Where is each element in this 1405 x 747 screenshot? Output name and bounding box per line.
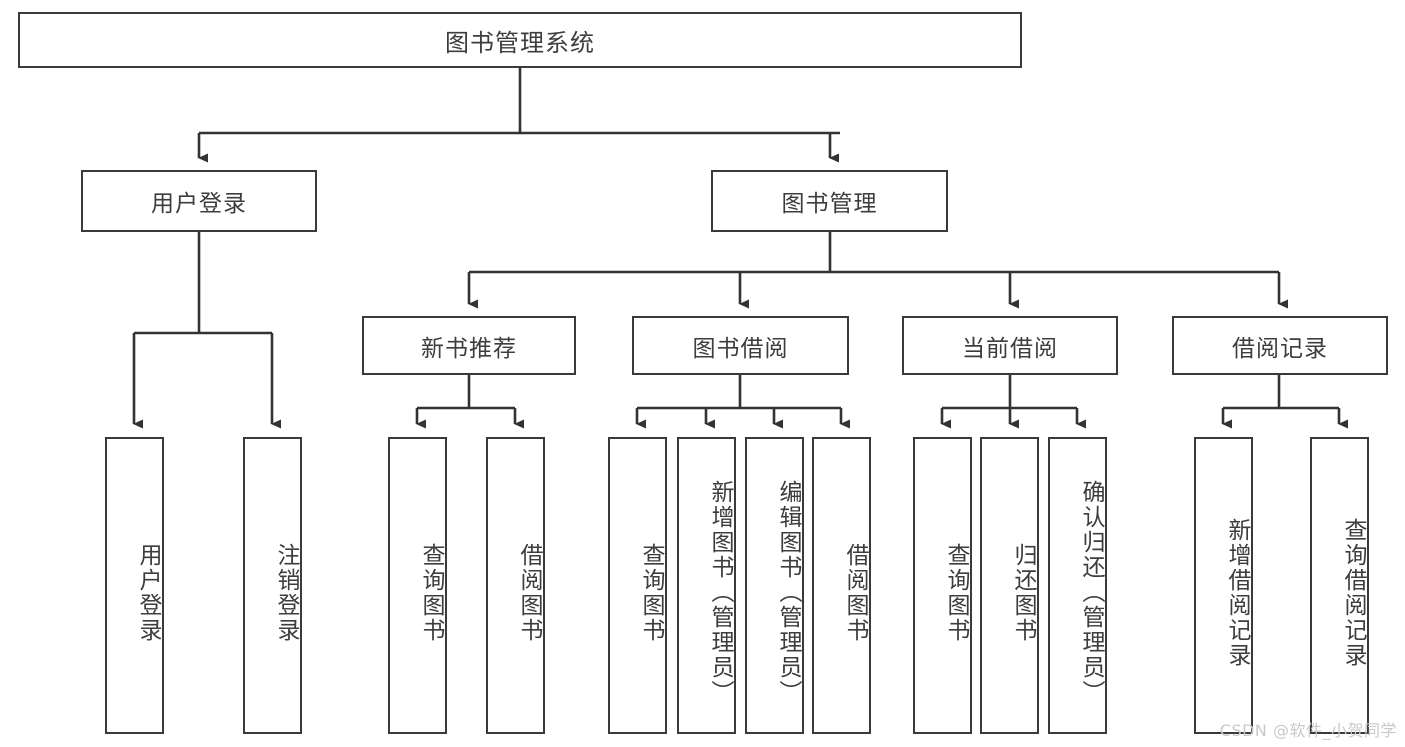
leaf-add-borrow-record[interactable]: 新增借阅记录 bbox=[1194, 437, 1253, 734]
leaf-query-book-newbook[interactable]: 查询图书 bbox=[388, 437, 447, 734]
leaf-confirm-return-admin[interactable]: 确认归还（管理员） bbox=[1048, 437, 1107, 734]
leaf-query-book-current[interactable]: 查询图书 bbox=[913, 437, 972, 734]
node-user-login[interactable]: 用户登录 bbox=[81, 170, 317, 232]
leaf-logout-login[interactable]: 注销登录 bbox=[243, 437, 302, 734]
watermark-text: CSDN @软件_小贺同学 bbox=[1219, 721, 1397, 740]
leaf-borrow-book-borrow[interactable]: 借阅图书 bbox=[812, 437, 871, 734]
leaf-add-book-admin[interactable]: 新增图书（管理员） bbox=[677, 437, 736, 734]
node-book-manage[interactable]: 图书管理 bbox=[711, 170, 948, 232]
node-book-borrow[interactable]: 图书借阅 bbox=[632, 316, 849, 375]
leaf-query-book-borrow[interactable]: 查询图书 bbox=[608, 437, 667, 734]
leaf-user-login[interactable]: 用户登录 bbox=[105, 437, 164, 734]
node-root-system[interactable]: 图书管理系统 bbox=[18, 12, 1022, 68]
node-borrow-record[interactable]: 借阅记录 bbox=[1172, 316, 1388, 375]
node-current-borrow[interactable]: 当前借阅 bbox=[902, 316, 1118, 375]
leaf-borrow-book-newbook[interactable]: 借阅图书 bbox=[486, 437, 545, 734]
node-new-book-rec[interactable]: 新书推荐 bbox=[362, 316, 576, 375]
leaf-edit-book-admin[interactable]: 编辑图书（管理员） bbox=[745, 437, 804, 734]
leaf-return-book[interactable]: 归还图书 bbox=[980, 437, 1039, 734]
leaf-query-borrow-record[interactable]: 查询借阅记录 bbox=[1310, 437, 1369, 734]
